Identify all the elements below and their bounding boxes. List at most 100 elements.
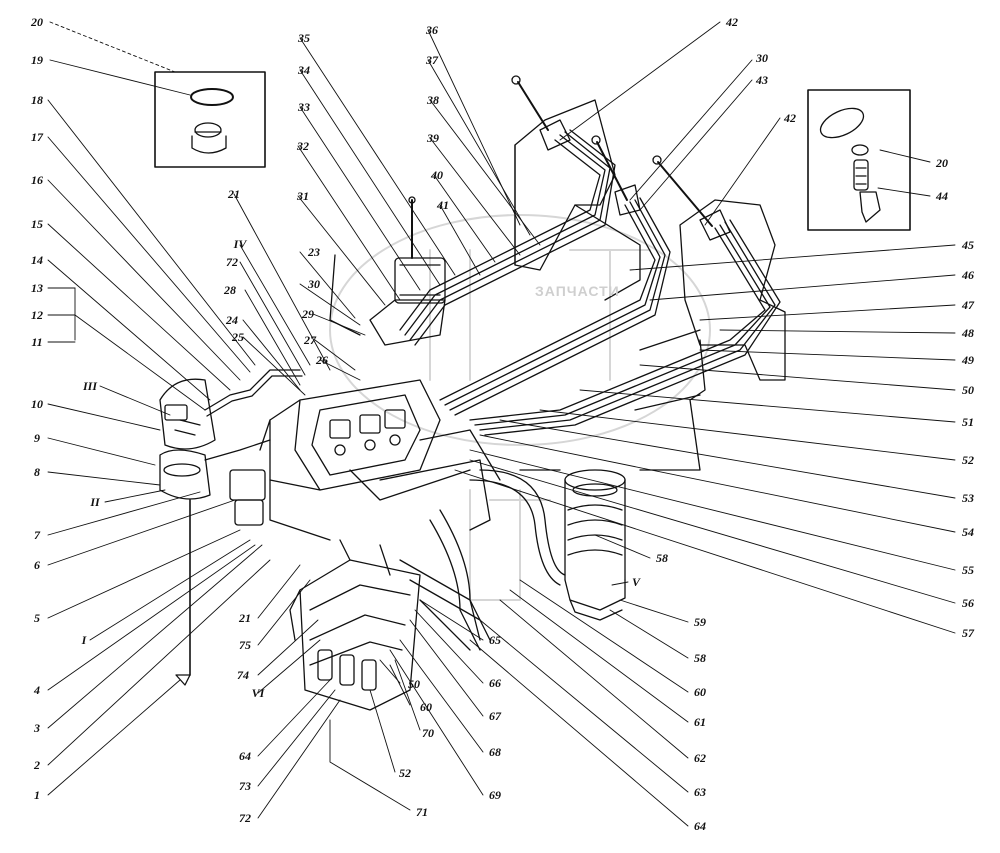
label-12: 12: [31, 308, 43, 322]
label-58-lower: 58: [694, 651, 706, 665]
label-11: 11: [31, 335, 43, 349]
label-32: 32: [297, 139, 309, 153]
label-36: 36: [426, 23, 438, 37]
label-56: 56: [962, 596, 974, 610]
label-67: 67: [489, 709, 501, 723]
label-41: 41: [437, 198, 449, 212]
inset-fitting-parts: [807, 89, 911, 231]
label-74: 74: [237, 668, 249, 682]
label-30: 23: [308, 245, 320, 259]
lower-valve-stack: [289, 539, 481, 711]
label-52: 52: [962, 453, 974, 467]
control-valve: [329, 196, 446, 346]
label-66: 66: [489, 676, 501, 690]
label-58: 58: [656, 551, 668, 565]
label-38: 38: [427, 93, 439, 107]
label-39: 39: [427, 131, 439, 145]
label-4: 4: [34, 683, 40, 697]
label-49: 49: [962, 353, 974, 367]
label-29: 30: [308, 277, 320, 291]
label-8: 8: [34, 465, 40, 479]
label-64-lower: 64: [239, 749, 251, 763]
left-tank: [511, 75, 641, 301]
label-64: 64: [694, 819, 706, 833]
label-65: 65: [489, 633, 501, 647]
label-15: 15: [31, 217, 43, 231]
label-68: 68: [489, 745, 501, 759]
label-20: 20: [31, 15, 43, 29]
label-71: 71: [416, 805, 428, 819]
inset-cap-seal: [154, 71, 266, 168]
label-42-right: 42: [784, 111, 796, 125]
label-35: 35: [298, 31, 310, 45]
label-I: I: [81, 633, 87, 647]
label-23: 28: [224, 283, 236, 297]
label-48: 48: [962, 326, 974, 340]
label-75: 75: [239, 638, 251, 652]
watermark-text: ЗАПЧАСТИ: [535, 283, 620, 299]
label-31: 31: [297, 189, 309, 203]
label-33: 33: [298, 100, 310, 114]
label-50: 50: [962, 383, 974, 397]
label-73: 73: [239, 779, 251, 793]
label-16: 16: [31, 173, 43, 187]
label-1: 1: [34, 788, 40, 802]
pipe-bundle-right: [469, 219, 781, 436]
label-63: 63: [694, 785, 706, 799]
label-5: 5: [34, 611, 40, 625]
label-59: 59: [694, 615, 706, 629]
label-30-top: 30: [756, 51, 768, 65]
label-52-lower: 52: [399, 766, 411, 780]
label-13: 13: [31, 281, 43, 295]
label-10: 10: [31, 397, 43, 411]
label-28: 29: [302, 307, 314, 321]
label-24: 24: [226, 313, 238, 327]
label-20-right: 20: [936, 156, 948, 170]
label-50-lower: 50: [408, 677, 420, 691]
label-62: 62: [694, 751, 706, 765]
leader-lines: [47, 21, 956, 827]
label-46: 46: [962, 268, 974, 282]
label-34: 34: [298, 63, 310, 77]
label-72: 72: [226, 255, 238, 269]
left-pump-group: [159, 369, 303, 686]
label-40: 40: [431, 168, 443, 182]
pipe-bundle-upper: [399, 129, 616, 346]
lower-hoses: [429, 469, 566, 651]
label-3: 3: [34, 721, 40, 735]
right-tank: [639, 155, 786, 471]
label-60: 60: [694, 685, 706, 699]
label-37: 37: [426, 53, 438, 67]
label-9: 9: [34, 431, 40, 445]
label-6: 6: [34, 558, 40, 572]
label-21: 21: [228, 187, 240, 201]
label-60-lower: 60: [420, 700, 432, 714]
label-42: 42: [726, 15, 738, 29]
label-70: 70: [422, 726, 434, 740]
watermark-logo-outline: [329, 214, 711, 601]
label-18: 18: [31, 93, 43, 107]
label-54: 54: [962, 525, 974, 539]
pipe-bundle-middle: [439, 197, 671, 416]
label-III: III: [82, 379, 98, 393]
label-21-lower: 21: [239, 611, 251, 625]
label-14: 14: [31, 253, 43, 267]
label-61: 61: [694, 715, 706, 729]
label-7: 7: [34, 528, 40, 542]
label-69: 69: [489, 788, 501, 802]
main-hydraulic-block: [259, 379, 501, 541]
spring-accumulator: [564, 469, 626, 621]
label-53: 53: [962, 491, 974, 505]
label-51: 51: [962, 415, 974, 429]
label-26: 26: [316, 353, 328, 367]
label-17: 17: [31, 130, 43, 144]
label-45: 45: [962, 238, 974, 252]
label-IV: IV: [233, 237, 247, 251]
label-43: 43: [756, 73, 768, 87]
label-II: II: [90, 495, 100, 509]
label-2: 2: [34, 758, 40, 772]
label-19: 19: [31, 53, 43, 67]
